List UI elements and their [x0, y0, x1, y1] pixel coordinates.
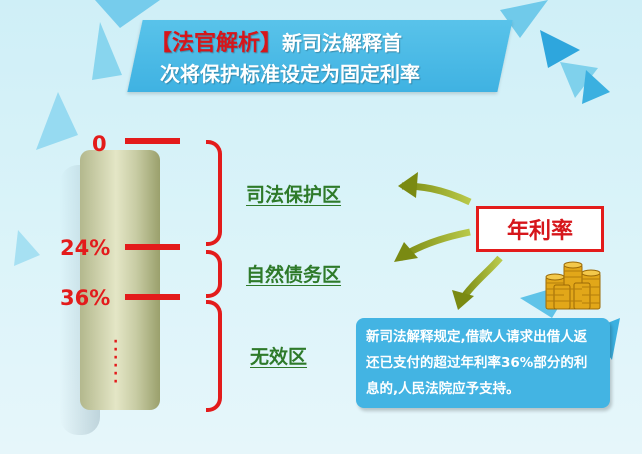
- header-line-2: 次将保护标准设定为固定利率: [160, 62, 420, 86]
- level-label-24: 24%: [60, 236, 111, 260]
- annual-rate-box: 年利率: [476, 206, 604, 252]
- level-label-0: 0: [92, 132, 107, 156]
- continuation-dots: ······: [113, 334, 119, 390]
- header-title: 【法官解析】新司法解释首 次将保护标准设定为固定利率: [150, 28, 510, 92]
- header-line-1-text: 新司法解释首: [282, 31, 403, 55]
- arrow-to-judicial-icon: [398, 172, 472, 206]
- header-tag: 【法官解析】: [150, 31, 283, 56]
- header-line-1: 【法官解析】新司法解释首: [150, 28, 510, 59]
- zone-natural-debt: 自然债务区: [246, 264, 342, 286]
- zone-invalid: 无效区: [250, 346, 308, 368]
- bracket-judicial: [206, 140, 222, 246]
- tick-24: [125, 244, 180, 250]
- level-label-36: 36%: [60, 286, 111, 310]
- bracket-invalid: [206, 300, 222, 412]
- tick-36: [125, 294, 180, 300]
- bracket-natural: [206, 250, 222, 298]
- arrow-to-natural-icon: [394, 228, 471, 262]
- explanation-note: 新司法解释规定,借款人请求出借人返还已支付的超过年利率36%部分的利息的,人民法…: [356, 318, 610, 408]
- tick-0: [125, 138, 180, 144]
- coins-icon: [545, 261, 601, 310]
- rate-gauge-cylinder: [80, 150, 160, 410]
- zone-judicial-protection: 司法保护区: [246, 184, 342, 206]
- arrow-to-note-icon: [452, 255, 503, 310]
